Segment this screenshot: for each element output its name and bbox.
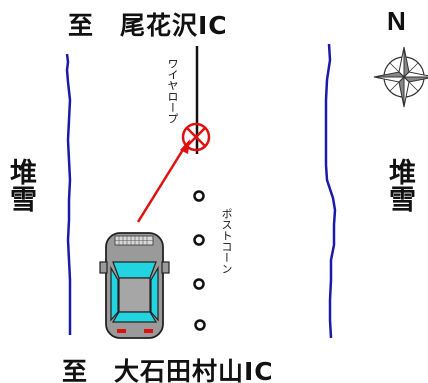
snow-storage-right-label: 堆雪 bbox=[384, 158, 415, 212]
post-cones bbox=[193, 190, 206, 331]
blocked-marker-icon bbox=[181, 122, 211, 152]
compass-rose-icon bbox=[373, 46, 428, 108]
north-label: N bbox=[387, 6, 406, 36]
car-icon bbox=[99, 232, 170, 339]
destination-south-label: 至 大石田村山IC bbox=[62, 357, 274, 383]
post-cone bbox=[193, 278, 205, 290]
destination-north-label: 至 尾花沢IC bbox=[68, 11, 228, 40]
wire-rope-label: ワイヤロープ bbox=[166, 58, 179, 124]
path-arrow bbox=[136, 139, 190, 223]
post-cone-label: ポストコーン bbox=[220, 208, 233, 274]
post-cone bbox=[193, 234, 205, 246]
post-cone bbox=[194, 319, 206, 331]
left-snow-edge bbox=[65, 53, 72, 335]
right-snow-edge bbox=[324, 43, 337, 339]
post-cone bbox=[193, 190, 205, 202]
snow-storage-left-label: 堆雪 bbox=[5, 158, 36, 212]
